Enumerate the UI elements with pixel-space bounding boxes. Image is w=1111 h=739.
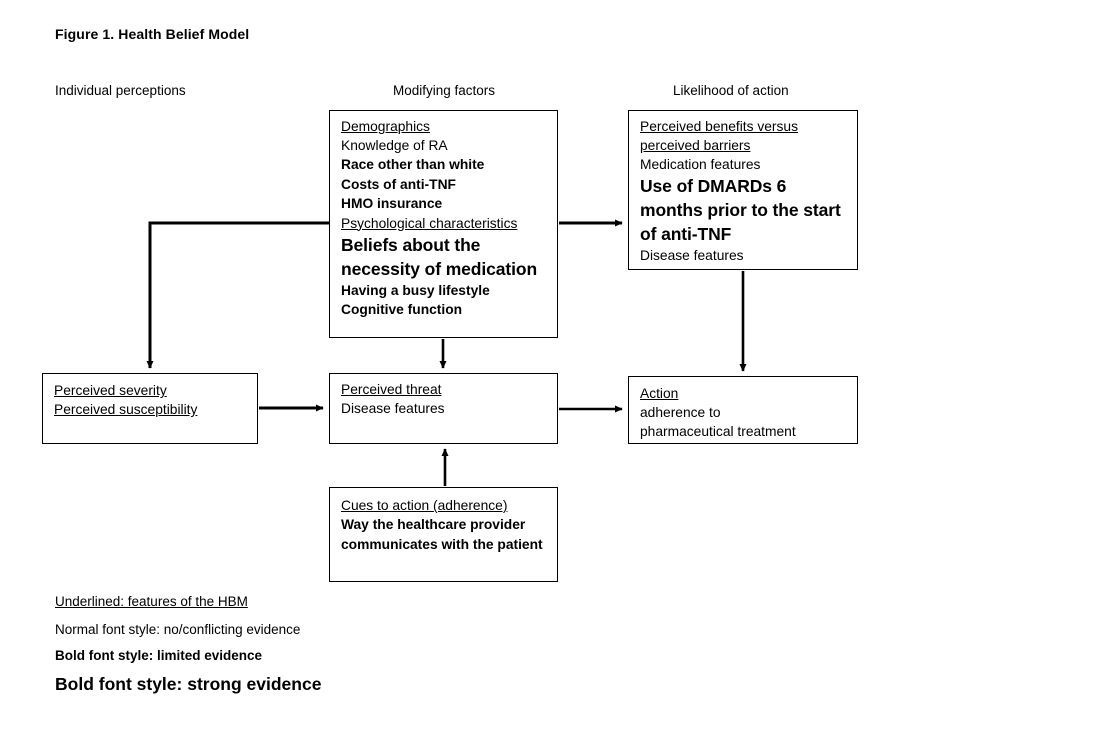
box-line: Having a busy lifestyle [341,282,490,298]
legend-normal-font: Normal font style: no/conflicting eviden… [55,622,301,637]
box-line: Use of DMARDs 6 months prior to the star… [640,176,841,244]
box-cues-to-action[interactable]: Cues to action (adherence) Way the healt… [329,487,558,582]
box-line: Knowledge of RA [341,138,448,153]
box-likelihood-of-action[interactable]: Perceived benefits versus perceived barr… [628,110,858,270]
box-line: Action [640,386,679,401]
legend-underlined: Underlined: features of the HBM [55,594,248,609]
box-line: Demographics [341,119,430,134]
box-modifying-factors[interactable]: Demographics Knowledge of RA Race other … [329,110,558,338]
column-heading-individual-perceptions: Individual perceptions [55,83,186,98]
box-line: Perceived threat [341,382,442,397]
box-line: Cues to action (adherence) [341,498,508,513]
box-line: Way the healthcare provider communicates… [341,517,543,552]
box-line: Medication features [640,157,761,172]
box-perceived-threat[interactable]: Perceived threat Disease features [329,373,558,444]
box-line: HMO insurance [341,196,443,211]
box-line: Race other than white [341,157,485,172]
box-line: Disease features [640,248,744,263]
box-line: Perceived benefits versus [640,119,798,134]
legend-strong-evidence: Bold font style: strong evidence [55,674,322,694]
box-line: Beliefs about the necessity of medicatio… [341,234,538,279]
box-line: Costs of anti-TNF [341,176,456,192]
box-line: perceived barriers [640,138,751,153]
arrow-modifying-to-perceptions [146,221,329,369]
box-line: Perceived susceptibility [54,402,198,417]
box-line: pharmaceutical treatment [640,424,796,439]
box-line: adherence to [640,405,721,420]
box-line: Disease features [341,401,445,416]
box-line: Cognitive function [341,302,463,317]
figure-title: Figure 1. Health Belief Model [55,26,250,42]
box-line: Psychological characteristics [341,215,518,231]
legend-limited-evidence: Bold font style: limited evidence [55,648,263,663]
box-individual-perceptions[interactable]: Perceived severity Perceived susceptibil… [42,373,258,444]
box-line: Perceived severity [54,383,167,398]
box-action[interactable]: Action adherence to pharmaceutical treat… [628,376,858,444]
column-heading-modifying-factors: Modifying factors [393,83,496,98]
column-heading-likelihood-of-action: Likelihood of action [673,83,789,98]
